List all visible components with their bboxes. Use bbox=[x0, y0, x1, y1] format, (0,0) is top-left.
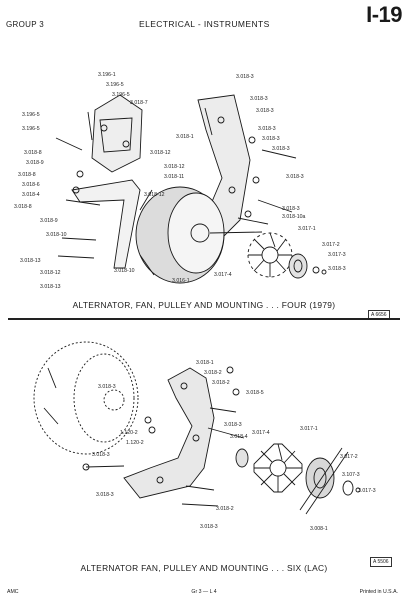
figure1-callout: 3.018-12 bbox=[144, 192, 165, 198]
figure2-callout: 3.018-3 bbox=[224, 422, 242, 428]
figure1-callout: 3.018-6 bbox=[22, 182, 40, 188]
figure2-callout: 3.018-3 bbox=[96, 492, 114, 498]
page-number: I-19 bbox=[366, 2, 402, 27]
figure1-callout: 3.196-5 bbox=[22, 126, 40, 132]
figure1-callout: 3.017-1 bbox=[298, 226, 316, 232]
figure2-callout: 3.018-5 bbox=[246, 390, 264, 396]
figure1-callout: 3.018-3 bbox=[262, 136, 280, 142]
figure1-caption: ALTERNATOR, FAN, PULLEY AND MOUNTING . .… bbox=[72, 300, 336, 310]
figure1-callout: 3.018-8 bbox=[14, 204, 32, 210]
figure2-caption: ALTERNATOR FAN, PULLEY AND MOUNTING . . … bbox=[80, 563, 328, 573]
figure1-callout: 3.018-10 bbox=[46, 232, 67, 238]
section-title: ELECTRICAL - INSTRUMENTS bbox=[139, 19, 270, 29]
figure-divider bbox=[8, 318, 400, 320]
figure1-callout: 3.018-7 bbox=[130, 100, 148, 106]
figure1-callout: 3.018-13 bbox=[40, 284, 61, 290]
figure2-callout: 1.120-2 bbox=[120, 430, 138, 436]
figure1-callout: 3.017-4 bbox=[214, 272, 232, 278]
figure1-callout: 3.016-1 bbox=[172, 278, 190, 284]
footer-center: Gr 3 — L 4 bbox=[191, 589, 217, 595]
figure1-exploded-diagram: 3.196-1 3.196-5 3.196-5 3.018-7 3.196-5 … bbox=[14, 72, 346, 290]
figure2-callout: 3.018-2 bbox=[212, 380, 230, 386]
figure1-callout: 3.018-3 bbox=[256, 108, 274, 114]
figure2-callout: 3.017-3 bbox=[358, 488, 376, 494]
figure1-callout: 3.018-8 bbox=[24, 150, 42, 156]
figure2-callout: 3.107-3 bbox=[342, 472, 360, 478]
figure1-callout: 3.018-10a bbox=[282, 214, 305, 220]
figure1-callout: 3.018-9 bbox=[40, 218, 58, 224]
figure1-callout: 3.018-3 bbox=[286, 174, 304, 180]
figure2-callout: 3.018-3 bbox=[98, 384, 116, 390]
figure1-callout: 3.018-3 bbox=[328, 266, 346, 272]
figure2-callout: 3.018-1 bbox=[196, 360, 214, 366]
figure1-callout: 3.196-5 bbox=[112, 92, 130, 98]
figure1-callout: 3.018-3 bbox=[250, 96, 268, 102]
figure1-callout: 3.018-11 bbox=[164, 174, 184, 180]
figure1-callout: 3.196-5 bbox=[106, 82, 124, 88]
figure1-callout: 3.018-10 bbox=[114, 268, 135, 274]
group-label: GROUP 3 bbox=[6, 20, 44, 29]
figure1-callout: 3.018-12 bbox=[164, 164, 185, 170]
figure1-callout: 3.018-4 bbox=[22, 192, 40, 198]
page-header: GROUP 3 ELECTRICAL - INSTRUMENTS I-19 bbox=[0, 0, 408, 36]
figure2-ref-number: A 5506 bbox=[370, 557, 392, 567]
footer-left: AMC bbox=[7, 589, 19, 595]
figure1-callout: 3.018-3 bbox=[272, 146, 290, 152]
figure1-callout: 3.018-13 bbox=[20, 258, 41, 264]
figure1-callout: 3.018-12 bbox=[40, 270, 61, 276]
figure1-callout: 3.018-9 bbox=[26, 160, 44, 166]
figure1-callout: 3.018-3 bbox=[282, 206, 300, 212]
figure2-exploded-diagram: 3.018-1 3.018-2 3.018-2 3.018-3 3.018-5 … bbox=[33, 341, 376, 532]
figure1-callout: 3.196-1 bbox=[98, 72, 116, 78]
figure2-callout: 3.017-4 bbox=[252, 430, 270, 436]
figure2-callout: 3.018-4 bbox=[230, 434, 248, 440]
figure1-callout: 3.196-5 bbox=[22, 112, 40, 118]
figure2-callout: 3.018-2 bbox=[204, 370, 222, 376]
figure2-callout: 3.008-1 bbox=[310, 526, 328, 532]
figure2-callout: 1.120-2 bbox=[126, 440, 144, 446]
figure2-callout: 3.017-2 bbox=[340, 454, 358, 460]
figure1-callout: 3.018-1 bbox=[176, 134, 194, 140]
figure1-callout: 3.017-2 bbox=[322, 242, 340, 248]
figure2-callout: 3.018-3 bbox=[92, 452, 110, 458]
figure2-callout: 3.017-1 bbox=[300, 426, 318, 432]
figure1-callout: 3.018-3 bbox=[236, 74, 254, 80]
figure1-callout: 3.018-12 bbox=[150, 150, 171, 156]
figure2-callout: 3.018-2 bbox=[216, 506, 234, 512]
figure1-callout: 3.018-8 bbox=[18, 172, 36, 178]
figure1-callout: 3.017-3 bbox=[328, 252, 346, 258]
figure1-callout: 3.018-3 bbox=[258, 126, 276, 132]
figure2-callout: 3.018-3 bbox=[200, 524, 218, 530]
footer-right: Printed in U.S.A. bbox=[359, 589, 398, 595]
